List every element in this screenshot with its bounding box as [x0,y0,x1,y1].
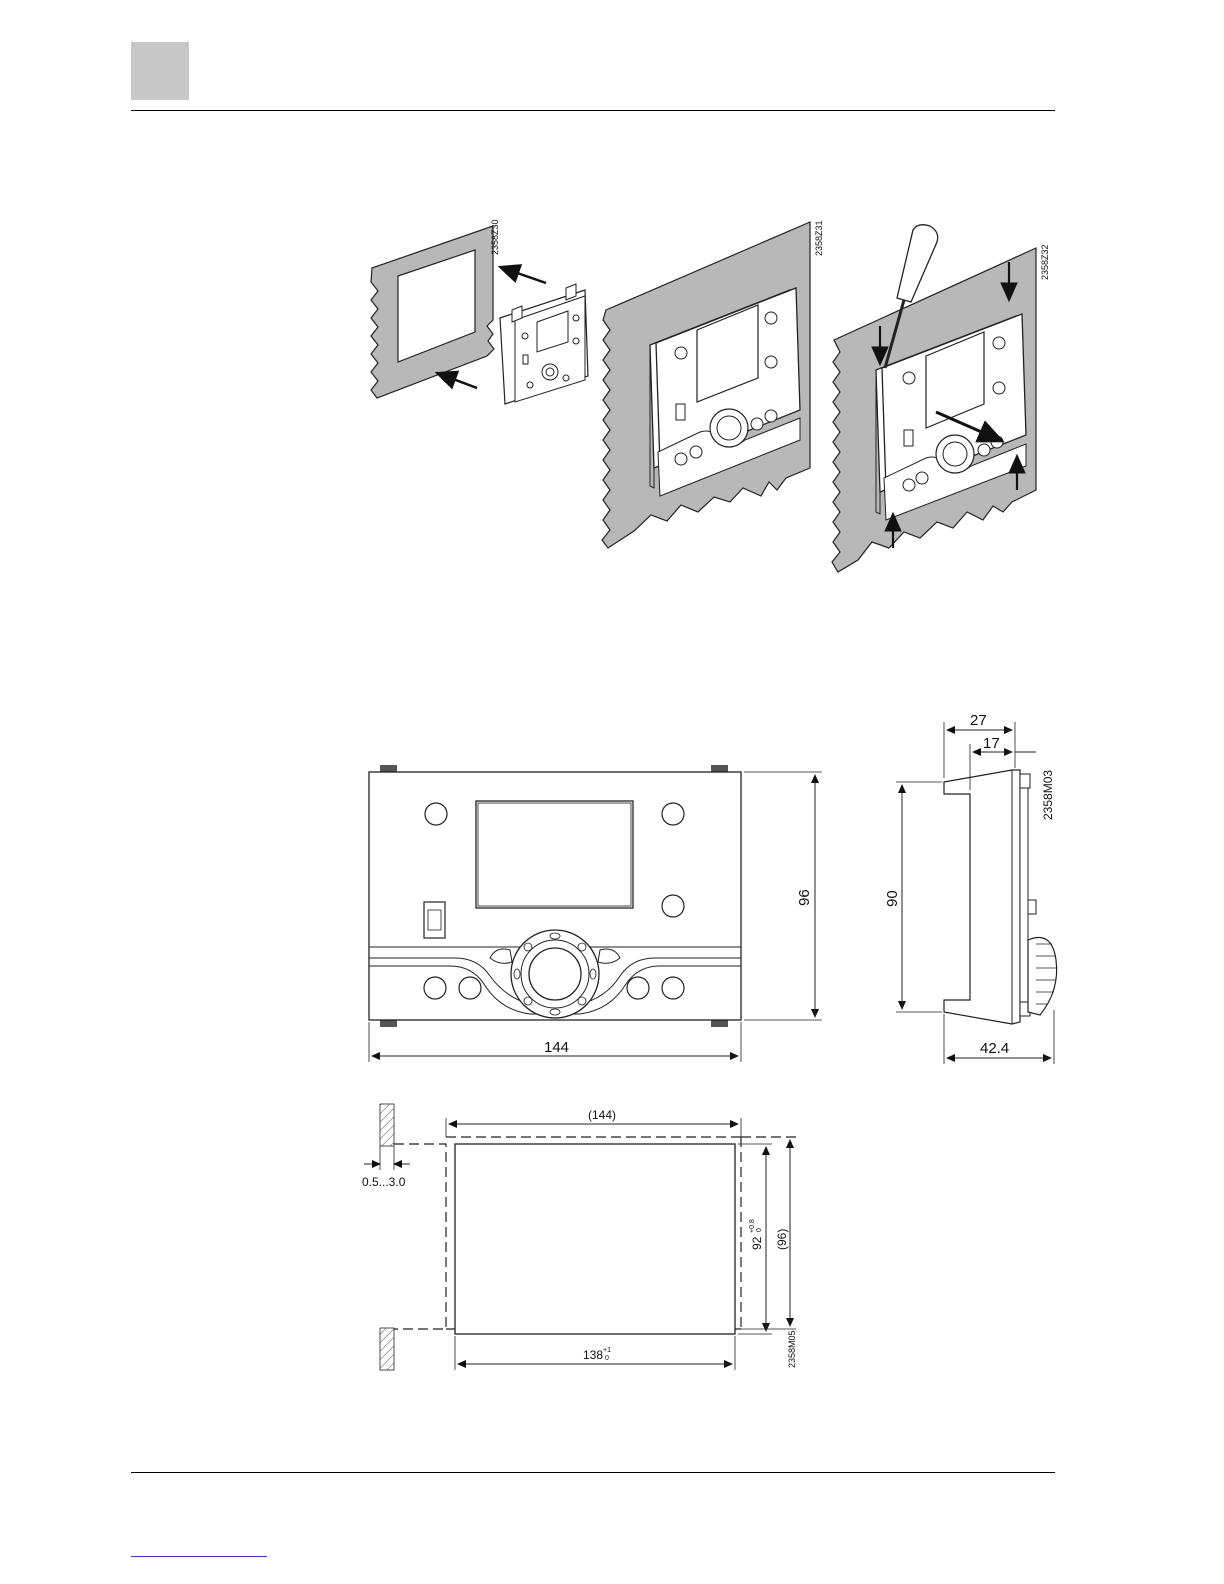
figure-code-2: 2358Z31 [814,220,824,256]
dim-width: 144 [544,1039,569,1056]
front-view-drawing: 144 96 [369,765,822,1062]
mounting-step-2: 2358Z31 [602,220,824,548]
figure-code-cutout: 2358M05 [787,1330,797,1368]
dim-cutout-width: 138 [583,1348,603,1362]
dim-height: 96 [796,889,813,906]
cutout-drawing: 0.5...3.0 (144) 138 +1 0 [362,1104,797,1370]
footer-rule [131,1472,1055,1473]
dim-side-height: 90 [884,890,901,907]
figure-code-3: 2358Z32 [1040,244,1050,280]
mounting-step-1: 2358Z30 [371,219,588,404]
mounting-step-3: 2358Z32 [832,225,1050,572]
side-view-drawing: 27 17 90 42.4 2358M03 [884,712,1057,1064]
insert-arrow-top [500,267,546,283]
dim-side-depth-total: 27 [970,712,987,729]
insert-arrow-bottom [437,373,477,388]
dim-cutout-width-tol-upper: +1 [603,1347,611,1354]
dim-cutout-height: 92 [750,1236,764,1250]
dim-cutout-height-tol-upper: +0.8 [749,1219,756,1233]
dim-panel-thickness: 0.5...3.0 [362,1175,406,1189]
dim-outer-height: (96) [775,1229,789,1250]
dim-side-depth: 42.4 [980,1040,1009,1057]
dim-cutout-width-tol-lower: 0 [605,1355,609,1362]
dim-side-depth-front: 17 [983,735,1000,752]
figure-code-dimensions: 2358M03 [1041,770,1055,820]
dim-cutout-height-tol-lower: 0 [756,1228,763,1232]
figure-code-1: 2358Z30 [490,219,500,255]
footer-link-underline [131,1556,267,1557]
dim-outer-width: (144) [588,1108,616,1122]
